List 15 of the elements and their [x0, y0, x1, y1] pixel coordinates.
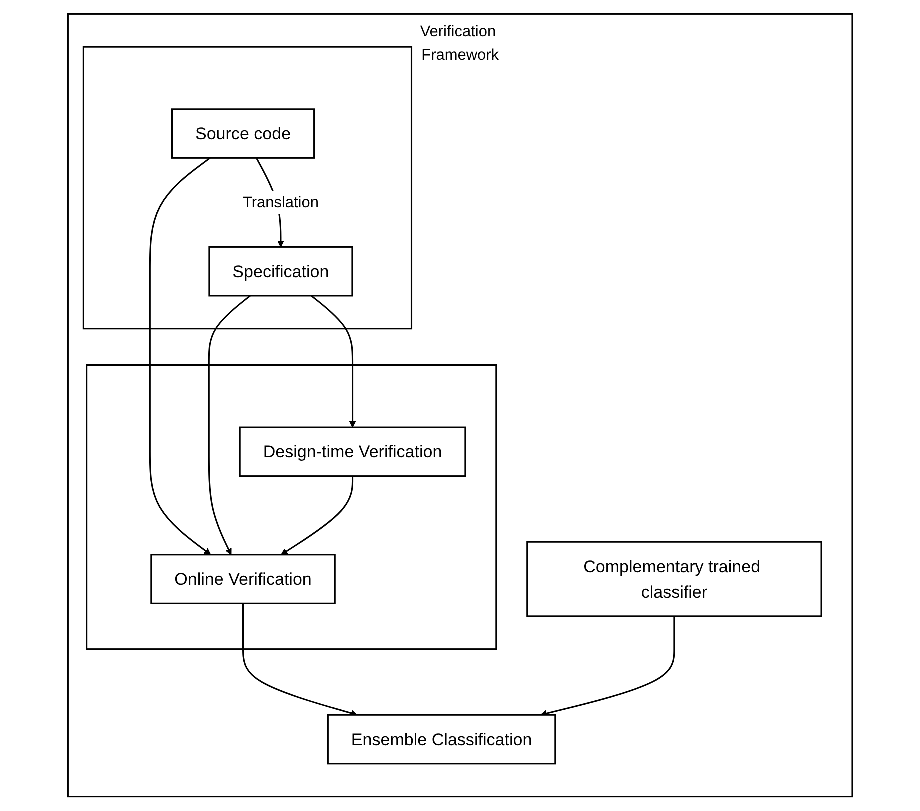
- node-box: Ensemble Classification: [327, 714, 556, 765]
- node-box: Design-time Verification: [238, 426, 466, 478]
- arrow: [280, 476, 354, 556]
- cluster: [82, 46, 412, 330]
- cluster: [86, 364, 497, 650]
- node-box: Online Verification: [150, 554, 336, 604]
- arrow: [310, 295, 356, 428]
- arrow: [540, 616, 675, 717]
- arrow: [149, 158, 211, 556]
- node-box: Source code: [171, 108, 315, 159]
- node-box: Complementary trained classifier: [526, 541, 822, 618]
- edge-label: Translation: [242, 194, 319, 212]
- arrow: [242, 604, 358, 717]
- node-box: Specification: [208, 246, 353, 297]
- arrow: [208, 295, 251, 556]
